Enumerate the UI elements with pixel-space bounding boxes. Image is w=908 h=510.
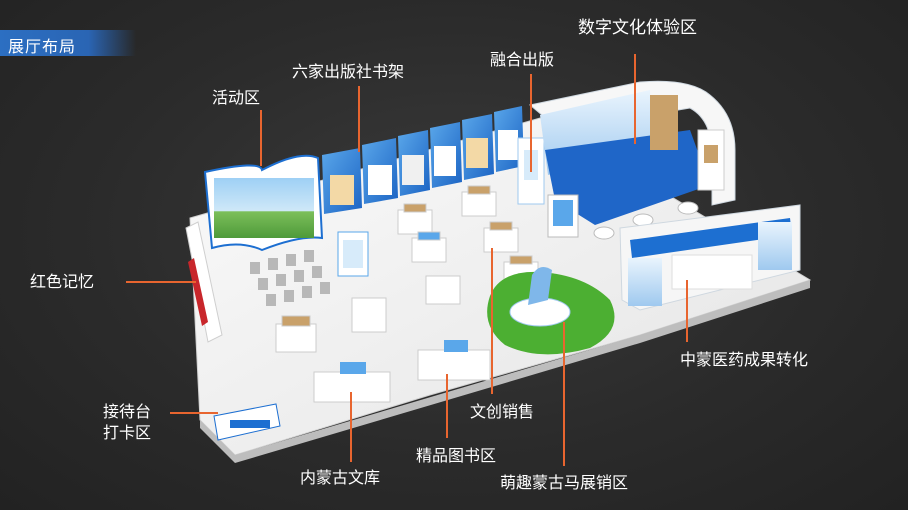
section-title: 展厅布局 — [8, 37, 77, 56]
label-cute-horse-sales: 萌趣蒙古马展销区 — [500, 473, 629, 492]
vr-chairs — [593, 201, 699, 240]
leader-line-library — [350, 392, 352, 462]
label-integrated-publishing: 融合出版 — [490, 50, 555, 69]
leader-line-reception — [170, 412, 218, 414]
label-reception-line2: 打卡区 — [103, 423, 152, 442]
audience-chairs — [250, 250, 330, 306]
label-six-publishers: 六家出版社书架 — [292, 62, 405, 81]
leader-line-premium-books — [446, 374, 448, 438]
library-counter — [313, 371, 391, 403]
leader-line-cute-horse — [563, 322, 565, 466]
publisher-shelves — [322, 106, 524, 214]
horse-sculpture-base — [509, 297, 571, 327]
leader-line-red-memory — [126, 281, 196, 283]
horse-sculpture — [528, 266, 552, 305]
label-digital-culture: 数字文化体验区 — [578, 18, 697, 38]
activity-screen — [214, 178, 314, 238]
label-premium-books: 精品图书区 — [416, 446, 497, 465]
premium-books-counter — [417, 349, 491, 381]
label-red-memory: 红色记忆 — [30, 272, 95, 291]
leader-line-activity — [260, 110, 262, 166]
label-creative-sales: 文创销售 — [470, 402, 535, 421]
section-title-bar: 展厅布局 — [0, 30, 136, 56]
red-memory-strip — [188, 258, 208, 326]
label-inner-mongolia-library: 内蒙古文库 — [300, 468, 381, 487]
label-activity: 活动区 — [212, 88, 261, 107]
leader-line-integrated-publishing — [530, 74, 532, 172]
leader-line-six-publishers — [358, 86, 360, 152]
leader-line-creative-sales — [491, 248, 493, 394]
digital-culture-floor — [545, 130, 710, 225]
wood-panel — [650, 95, 678, 150]
leader-line-medicine — [686, 280, 688, 342]
label-medicine-achievements: 中蒙医药成果转化 — [680, 350, 809, 369]
label-reception-line1: 接待台 — [103, 402, 152, 421]
leader-line-digital-culture — [634, 54, 636, 144]
